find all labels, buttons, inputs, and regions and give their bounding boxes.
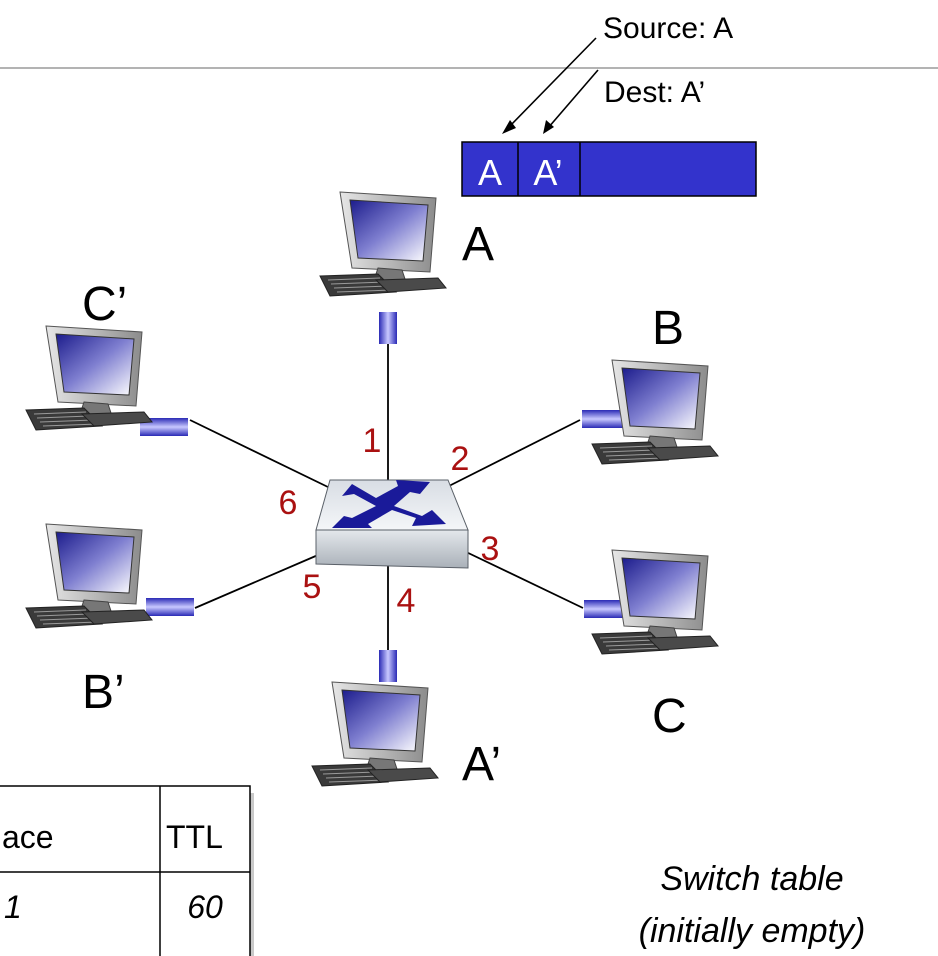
switch-icon [315, 479, 469, 569]
switch-table: ace TTL 1 60 [0, 785, 254, 956]
caption-line-2: (initially empty) [639, 912, 866, 950]
computer-a-icon [319, 191, 447, 297]
source-arrowhead [502, 120, 516, 134]
frame-dest-field: A’ [533, 152, 562, 193]
port-label-6: 6 [279, 484, 298, 522]
port-label-5: 5 [303, 568, 322, 606]
host-label-b-prime: B’ [82, 666, 125, 719]
port-labels: 1 2 3 4 5 6 [279, 422, 500, 620]
links [189, 340, 584, 650]
host-label-b: B [652, 302, 684, 355]
computer-a-prime-icon [311, 681, 439, 787]
port-label-2: 2 [451, 440, 470, 478]
port-connector-b-prime [146, 598, 194, 616]
port-connector-a [379, 312, 397, 344]
source-label: Source: A [603, 12, 733, 45]
host-label-a-prime: A’ [462, 738, 501, 791]
table-header-ttl: TTL [166, 819, 223, 855]
host-label-c-prime: C’ [82, 278, 127, 331]
host-label-a: A [462, 218, 494, 271]
port-connector-b [582, 410, 630, 428]
port-connector-c [584, 600, 632, 618]
port-label-3: 3 [481, 530, 500, 568]
source-dest-arrows [507, 37, 599, 129]
port-label-4: 4 [397, 582, 416, 620]
dest-label: Dest: A’ [604, 76, 705, 109]
host-label-c: C [652, 690, 687, 743]
port-connector-a-prime [379, 650, 397, 682]
computer-c-prime-icon [25, 325, 153, 431]
table-header-interface: ace [2, 819, 54, 855]
table-cell-interface: 1 [4, 889, 22, 925]
table-cell-ttl: 60 [187, 889, 223, 925]
ethernet-frame: A A’ [461, 141, 757, 197]
computer-b-prime-icon [25, 523, 153, 629]
port-label-1: 1 [363, 422, 382, 460]
frame-source-field: A [478, 152, 502, 193]
caption-line-1: Switch table [660, 860, 843, 898]
dest-arrowhead [543, 120, 554, 134]
